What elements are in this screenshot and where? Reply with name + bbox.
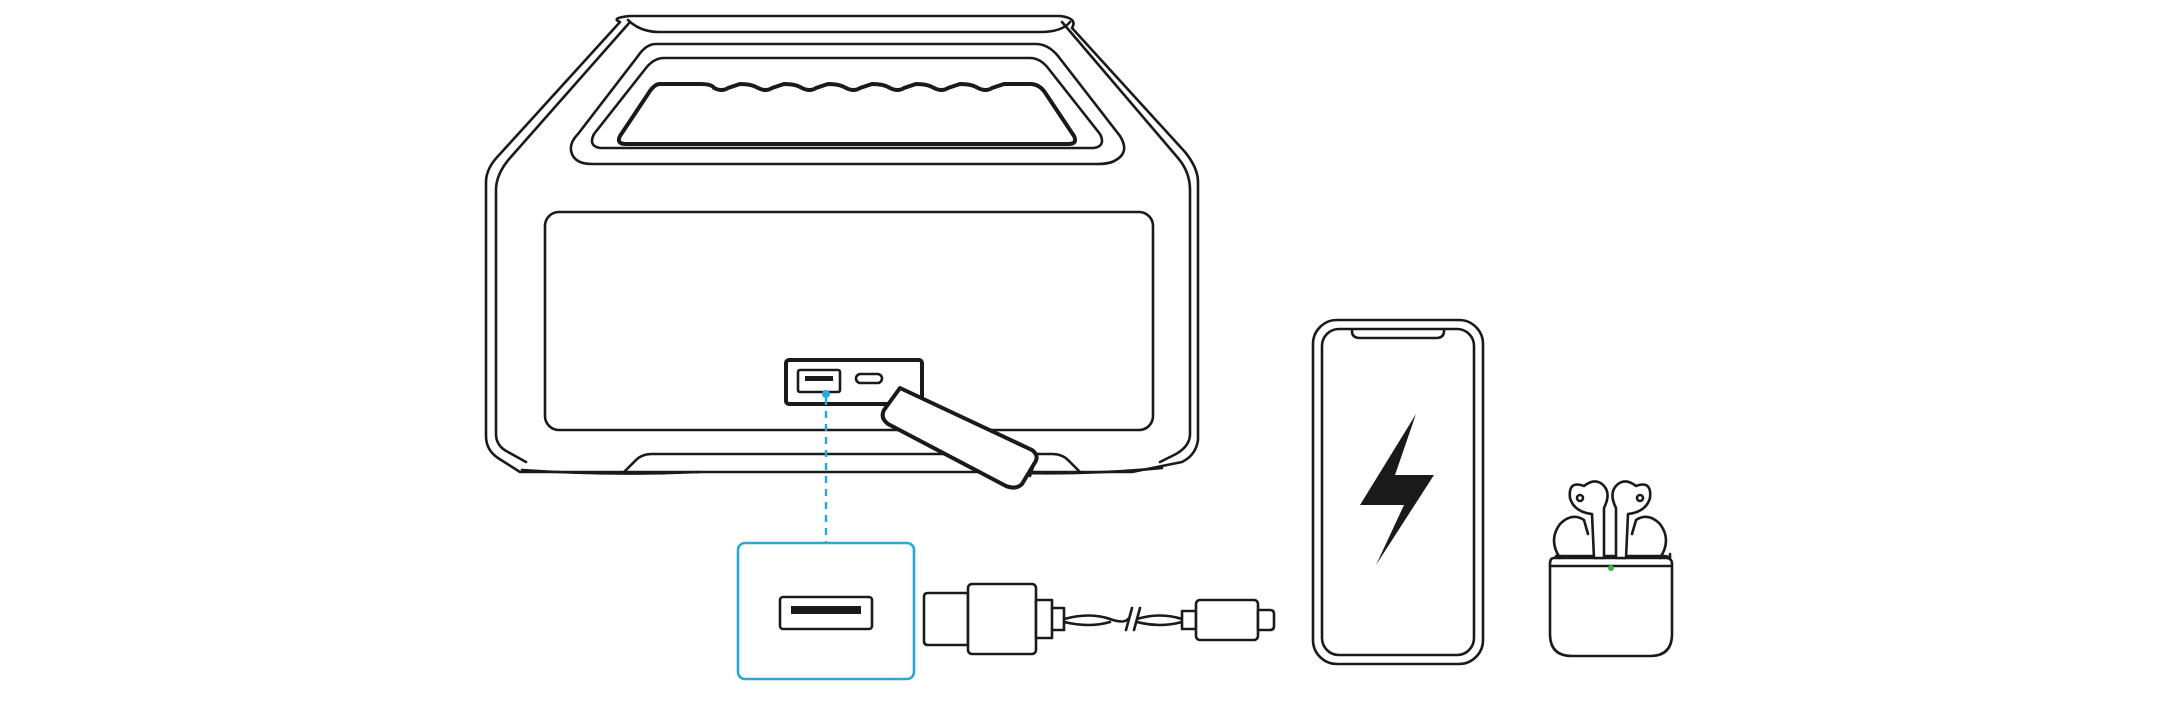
port-indicator-dot — [822, 390, 830, 398]
usb-a-plug-body — [966, 582, 1038, 656]
usb-a-port-icon — [778, 595, 874, 631]
handle-outer — [569, 42, 1126, 166]
speaker-icon — [484, 14, 1200, 542]
earbuds-case — [1548, 556, 1674, 658]
usb-c-plug-body — [1194, 598, 1260, 642]
right-earbud — [1611, 480, 1652, 560]
usb-a-plug-neck — [1034, 598, 1054, 640]
left-earbud — [1568, 480, 1609, 560]
case-cradle — [1552, 515, 1668, 560]
cable-wire — [1062, 614, 1130, 623]
earbuds-icon — [1548, 480, 1674, 658]
case-status-led — [1608, 565, 1614, 571]
phone-notch — [1350, 327, 1446, 340]
speaker-outer-shell — [484, 14, 1200, 474]
cable-break-mark — [1124, 606, 1134, 632]
usb-port-callout — [736, 541, 916, 681]
speaker-front-panel — [543, 210, 1155, 432]
phone-screen — [1320, 327, 1476, 657]
handle-grip — [616, 82, 1078, 146]
usb-c-plug-tip — [1256, 608, 1276, 632]
usb-a-port-icon — [796, 368, 842, 394]
rubber-flap-icon — [880, 386, 1039, 490]
handle-mid — [590, 56, 1104, 150]
usb-cable-icon — [922, 582, 1276, 656]
lightning-bolt-icon — [1360, 414, 1434, 565]
usb-c-port-icon — [854, 372, 884, 385]
speaker-bottom-strip — [622, 452, 1082, 474]
usb-a-plug-tip — [922, 591, 970, 647]
speaker-outer-edge — [494, 20, 1192, 464]
phone-icon — [1311, 318, 1485, 666]
speaker-top-cap — [626, 18, 1072, 34]
